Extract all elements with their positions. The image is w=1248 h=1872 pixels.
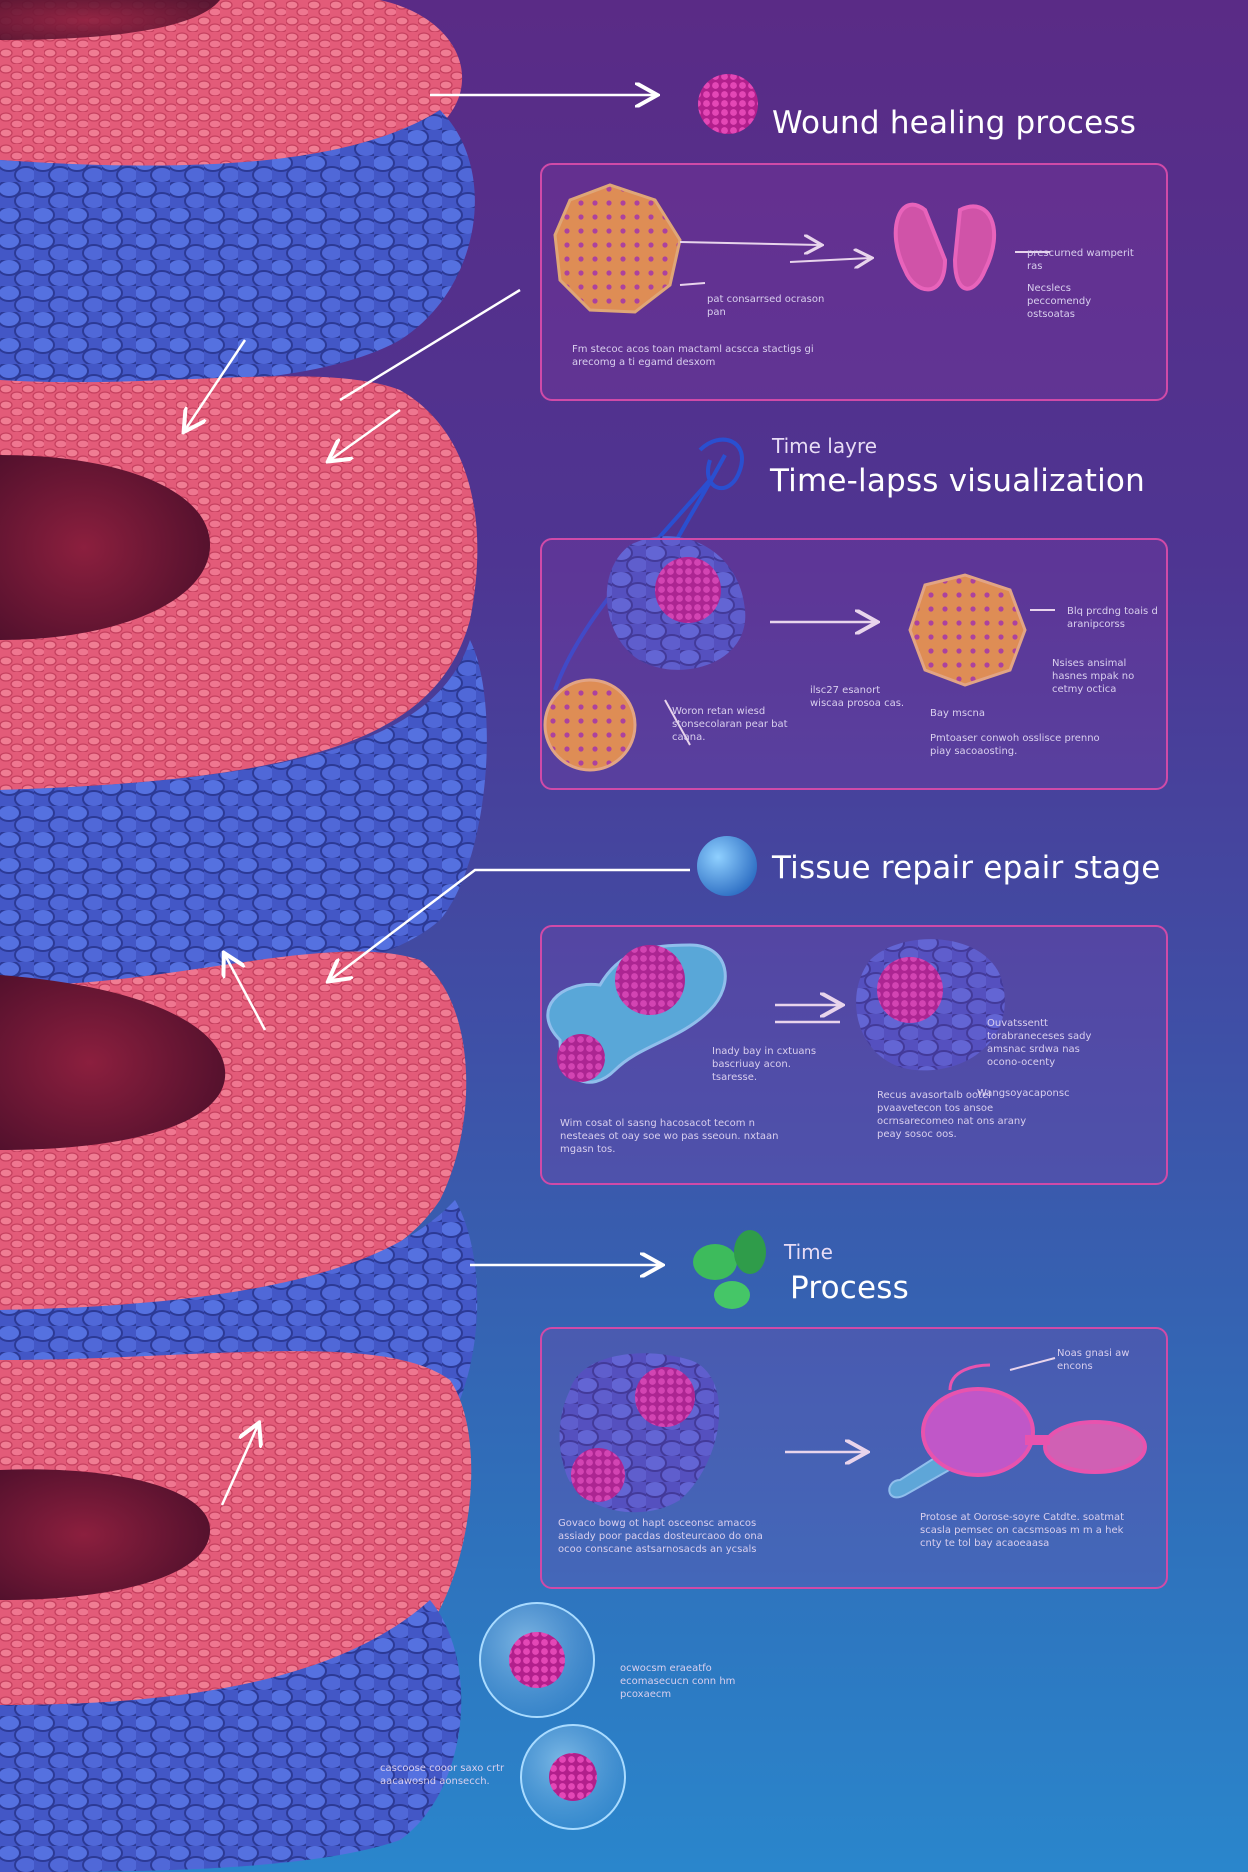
section-heading-wound-healing: Wound healing process: [772, 105, 1137, 141]
panel-caption: Woron retan wiesd stonsecolaran pear bat…: [672, 706, 788, 743]
panel-caption: Inady bay in cxtuans bascriuay acon. tsa…: [712, 1046, 817, 1083]
panel-process: Govaco bowg ot hapt osceonsc amacos assi…: [540, 1327, 1168, 1589]
arrow-icon: [185, 339, 247, 430]
arrow-icon: [220, 1425, 258, 1506]
panel-caption: Wangsoyacaponsc: [977, 1088, 1070, 1099]
panel-caption: Ouvatssentt torabraneceses sady amsnac s…: [987, 1018, 1092, 1068]
section-subheading-time: Time: [784, 1240, 833, 1264]
pink-cell-cluster-icon: [698, 74, 758, 134]
panel-caption: Bay mscna: [930, 708, 985, 719]
section-heading-tissue-repair: Tissue repair epair stage: [772, 850, 1161, 886]
connector-arrows: [185, 95, 690, 1506]
section-subheading-time-layre: Time layre: [772, 434, 878, 458]
green-leaf-cells-icon: [693, 1230, 766, 1309]
panel-caption: Recus avasortalb ootel pvaavetecon tos a…: [877, 1090, 1027, 1140]
panel-wound-healing: pat consarrsed ocrason pan Fm stecoc aco…: [540, 163, 1168, 401]
section-heading-time-lapss: Time-lapss visualization: [770, 463, 1145, 499]
panel-time-lapss: Woron retan wiesd stonsecolaran pear bat…: [540, 538, 1168, 790]
panel-caption: Protose at Oorose-soyre Catdte. soatmat …: [920, 1512, 1125, 1549]
panel-1-illustration: [553, 183, 1050, 314]
panel-4-illustration: [559, 1353, 1147, 1513]
panel-caption: Pmtoaser conwoh osslisce prenno piay sac…: [930, 733, 1100, 757]
arrow-icon: [330, 868, 690, 980]
panel-caption: Nsises ansimal hasnes mpak no cetmy octi…: [1052, 658, 1135, 695]
panel-caption: Necslecs peccomendy ostsoatas: [1027, 283, 1092, 320]
panel-caption: Wim cosat ol sasng hacosacot tecom n nes…: [560, 1118, 779, 1155]
panel-caption: prescurned wamperit ras: [1027, 248, 1134, 272]
section-heading-process: Process: [790, 1270, 909, 1306]
arrow-icon: [225, 955, 267, 1031]
panel-caption: Blq prcdng toais d aranipcorss: [1067, 606, 1158, 630]
panel-caption: Fm stecoc acos toan mactaml acscca stact…: [572, 344, 814, 368]
panel-caption: Govaco bowg ot hapt osceonsc amacos assi…: [558, 1518, 763, 1555]
panel-caption: Noas gnasi aw encons: [1057, 1348, 1130, 1372]
panel-caption: ilsc27 esanort wiscaa prosoa cas.: [810, 685, 905, 709]
tissue-stack-illustration: [0, 0, 487, 1872]
blue-sphere-icon: [697, 836, 757, 896]
panel-2-illustration: [543, 536, 1055, 772]
panel-caption: pat consarrsed ocrason pan: [707, 294, 825, 318]
arrow-icon: [339, 288, 521, 402]
panel-tissue-repair: Inady bay in cxtuans bascriuay acon. tsa…: [540, 925, 1168, 1185]
floating-cell-bubbles: [479, 1602, 626, 1830]
arrow-icon: [330, 408, 401, 460]
bubble-caption: cascoose cooor saxo crtr aacawosnd aonse…: [380, 1763, 505, 1787]
panel-3-illustration: [546, 939, 1005, 1084]
bubble-caption: ocwocsm eraeatfo ecomasecucn conn hm pco…: [620, 1663, 736, 1700]
